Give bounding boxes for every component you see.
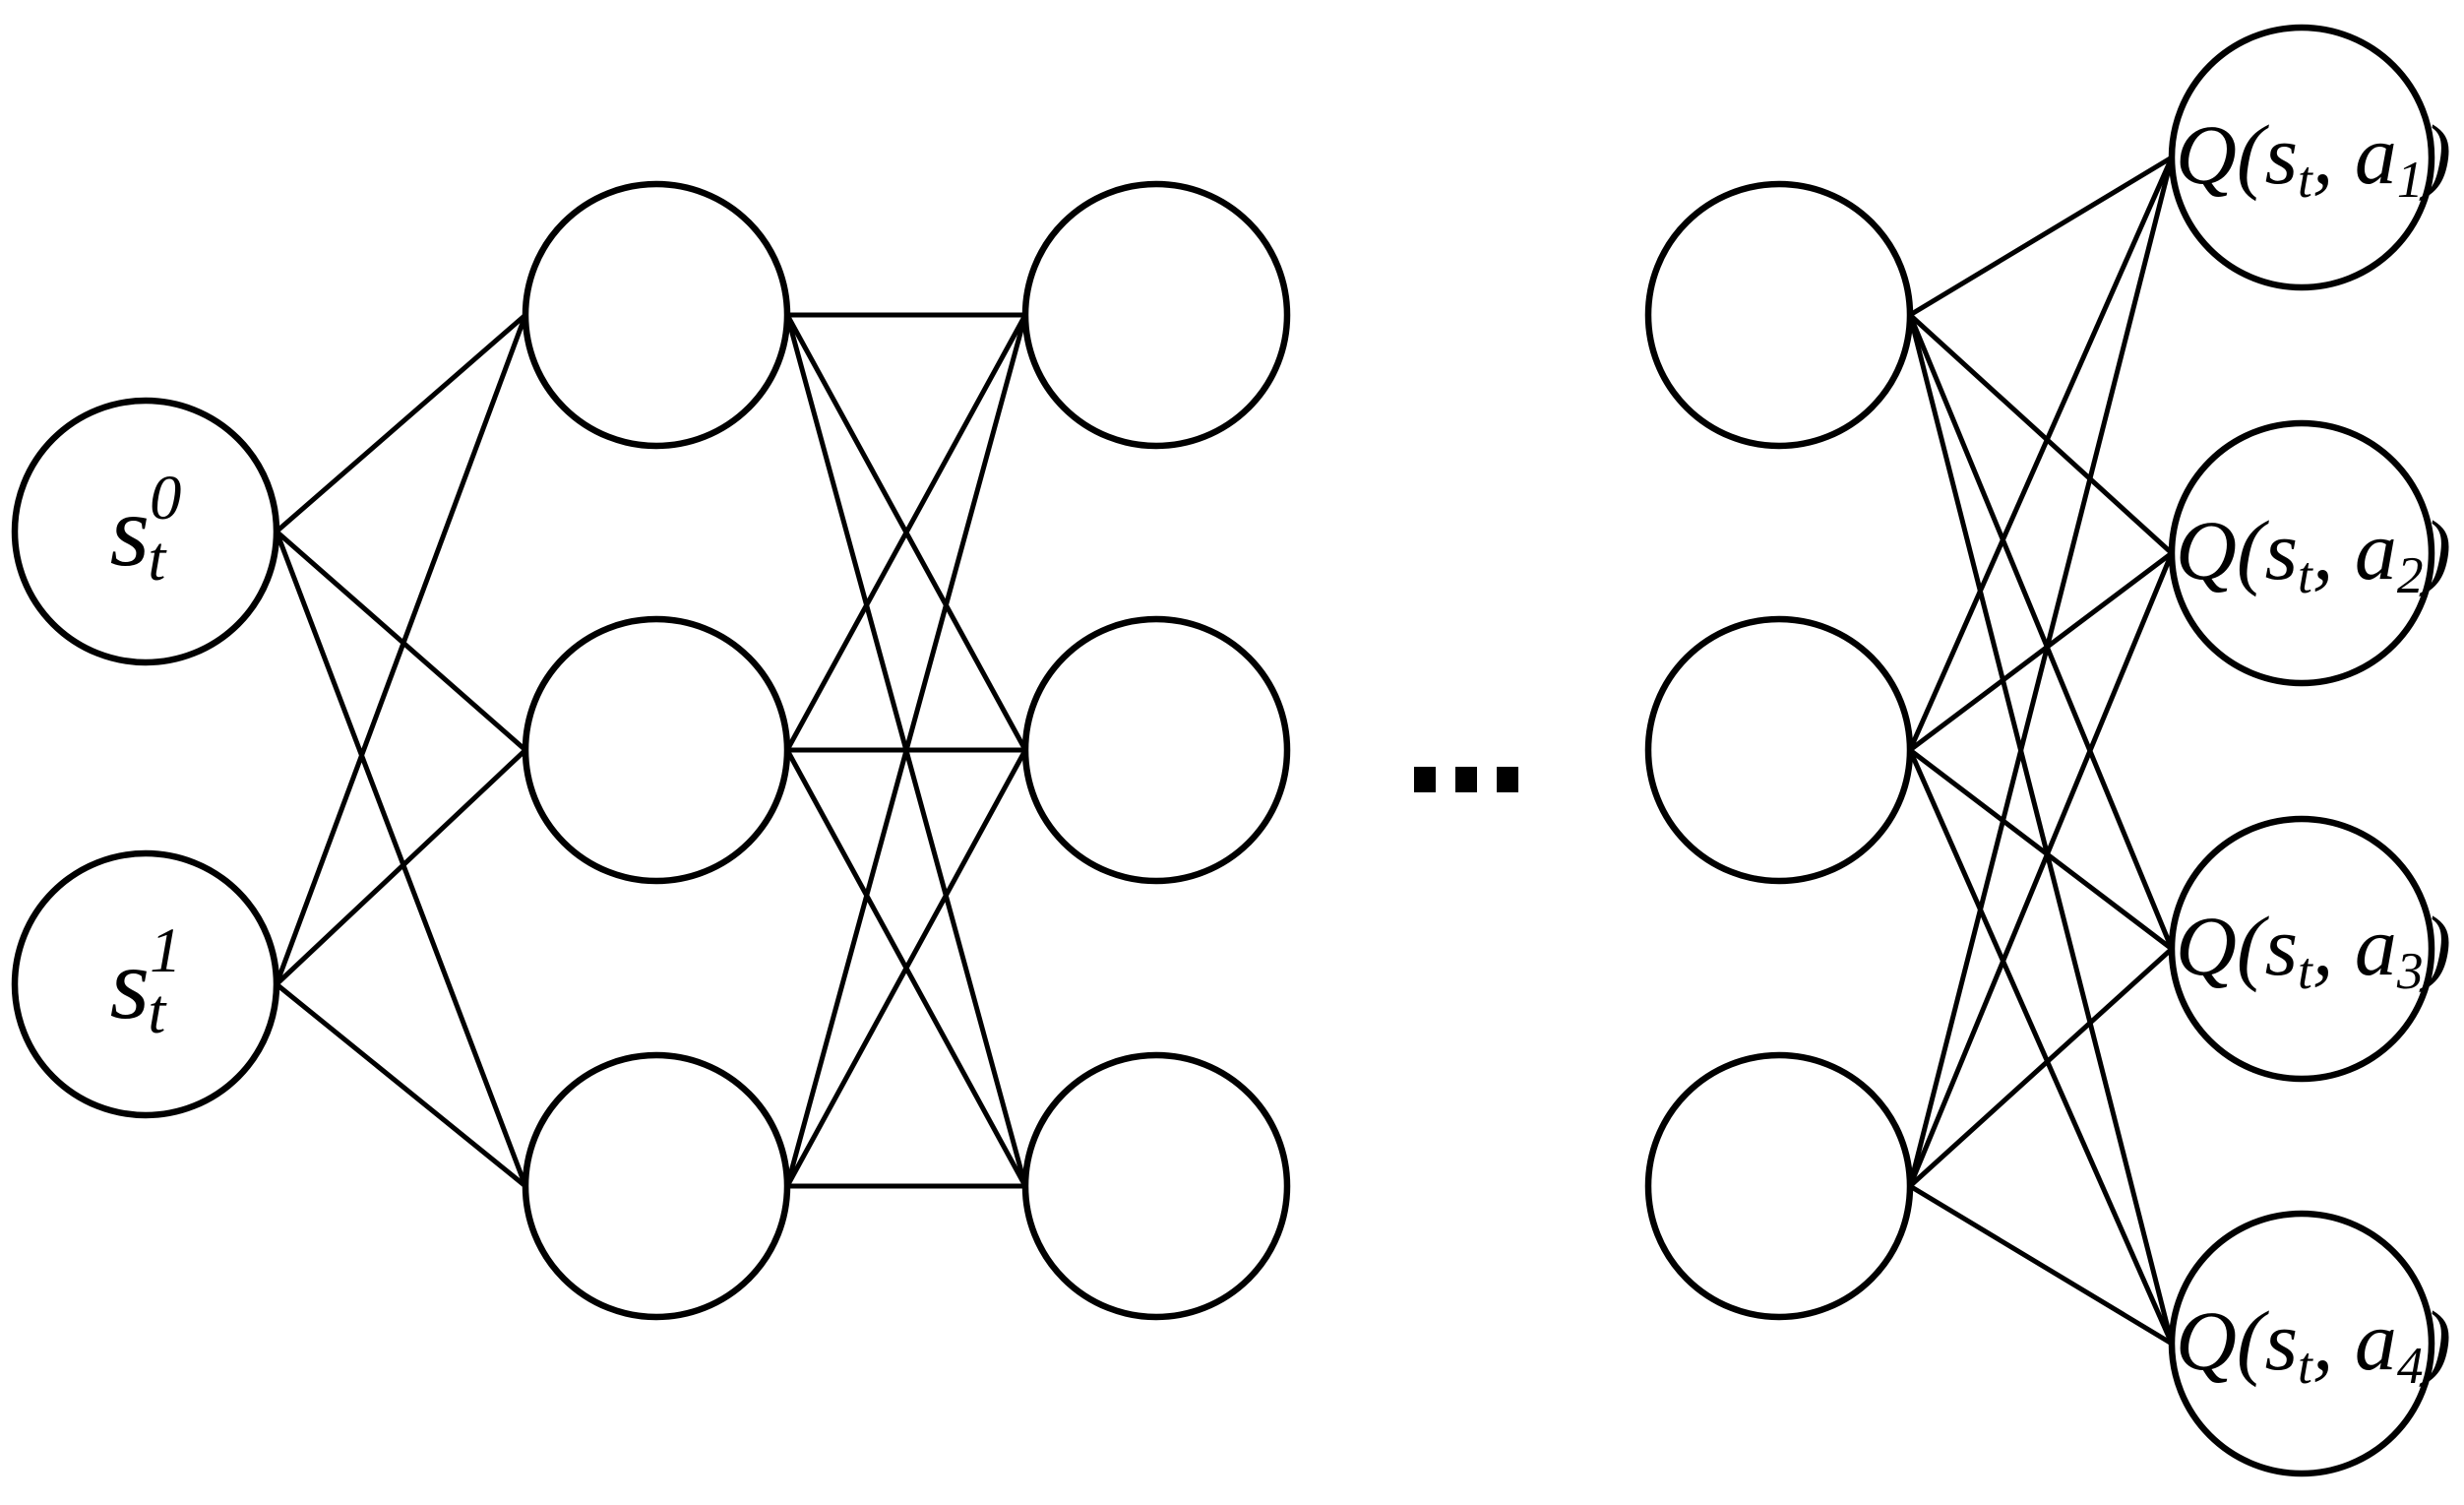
node-circle — [11, 397, 280, 666]
network-node-h1c — [522, 1051, 791, 1321]
node-circle — [2168, 24, 2435, 291]
connection-edge — [784, 313, 1028, 752]
network-node-h3a — [1644, 180, 1914, 450]
network-node-h3c — [1644, 1051, 1914, 1321]
connection-edge — [274, 531, 528, 1187]
network-node-o3: Q(st, a3) — [2168, 815, 2451, 1083]
node-circle — [1021, 180, 1291, 450]
network-node-h1b — [522, 615, 791, 885]
connection-edge — [1907, 314, 2175, 950]
node-circle — [1644, 180, 1914, 450]
ellipsis-dot — [1497, 767, 1518, 792]
connection-edge — [274, 314, 528, 985]
node-label: Q(st, a4) — [2176, 1293, 2451, 1396]
connection-edge — [275, 748, 527, 986]
node-circle — [1644, 615, 1914, 885]
node-label: Q(st, a2) — [2176, 503, 2451, 605]
node-label: Q(st, a1) — [2176, 107, 2451, 210]
ellipsis-dot — [1455, 767, 1477, 792]
network-node-h1a — [522, 180, 791, 450]
connection-edge — [275, 982, 527, 1188]
node-circle — [522, 180, 791, 450]
node-circle — [2168, 1210, 2435, 1477]
network-node-h2c — [1021, 1051, 1291, 1321]
connection-edge — [784, 748, 1028, 1188]
node-circle — [522, 1051, 791, 1321]
connection-edge — [1908, 1183, 2174, 1347]
node-circle — [1021, 615, 1291, 885]
connection-edge — [1907, 748, 2175, 1346]
network-node-o2: Q(st, a2) — [2168, 419, 2451, 687]
connection-edge — [1908, 313, 2174, 555]
network-node-h3b — [1644, 615, 1914, 885]
edges-group — [274, 155, 2175, 1347]
ellipsis-dot — [1414, 767, 1436, 792]
connection-edge — [275, 313, 527, 533]
ellipsis-group — [1414, 767, 1518, 792]
connection-edge — [1907, 552, 2175, 1187]
connection-edge — [1907, 314, 2175, 1345]
node-circle — [1021, 1051, 1291, 1321]
network-node-o4: Q(st, a4) — [2168, 1210, 2451, 1477]
network-node-h2b — [1021, 615, 1291, 885]
connection-edge — [784, 314, 1028, 1187]
node-circle — [2168, 815, 2435, 1083]
node-circle — [1644, 1051, 1914, 1321]
connection-edge — [1907, 157, 2175, 1187]
network-node-h2a — [1021, 180, 1291, 450]
node-circle — [2168, 419, 2435, 687]
connection-edge — [275, 530, 527, 752]
connection-edge — [1908, 947, 2174, 1188]
connection-edge — [1908, 551, 2174, 752]
connection-edge — [1908, 155, 2174, 318]
node-label: Q(st, a3) — [2176, 899, 2451, 1001]
node-circle — [11, 849, 280, 1119]
network-node-o1: Q(st, a1) — [2168, 24, 2451, 291]
connection-edge — [1907, 156, 2175, 752]
node-circle — [522, 615, 791, 885]
connection-edge — [1908, 748, 2174, 951]
